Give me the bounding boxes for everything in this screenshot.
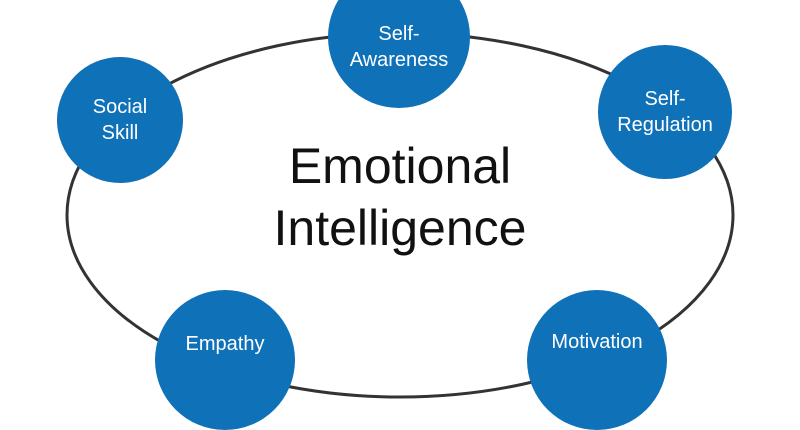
title-line2: Intelligence xyxy=(273,200,527,256)
label: Skill xyxy=(101,122,139,144)
label: Social xyxy=(92,96,148,118)
title-line1: Emotional xyxy=(288,138,512,194)
label: Empathy xyxy=(185,333,265,355)
node-empathy: Empathy xyxy=(155,290,295,430)
label: Self- xyxy=(644,88,686,110)
node-self-regulation: Self- Regulation xyxy=(598,45,732,179)
central-title: Emotional Intelligence xyxy=(200,135,600,259)
label: Motivation xyxy=(551,331,643,353)
label: Regulation xyxy=(617,114,713,136)
label: Self- xyxy=(378,23,420,45)
label: Awareness xyxy=(349,49,449,71)
node-motivation: Motivation xyxy=(527,290,667,430)
